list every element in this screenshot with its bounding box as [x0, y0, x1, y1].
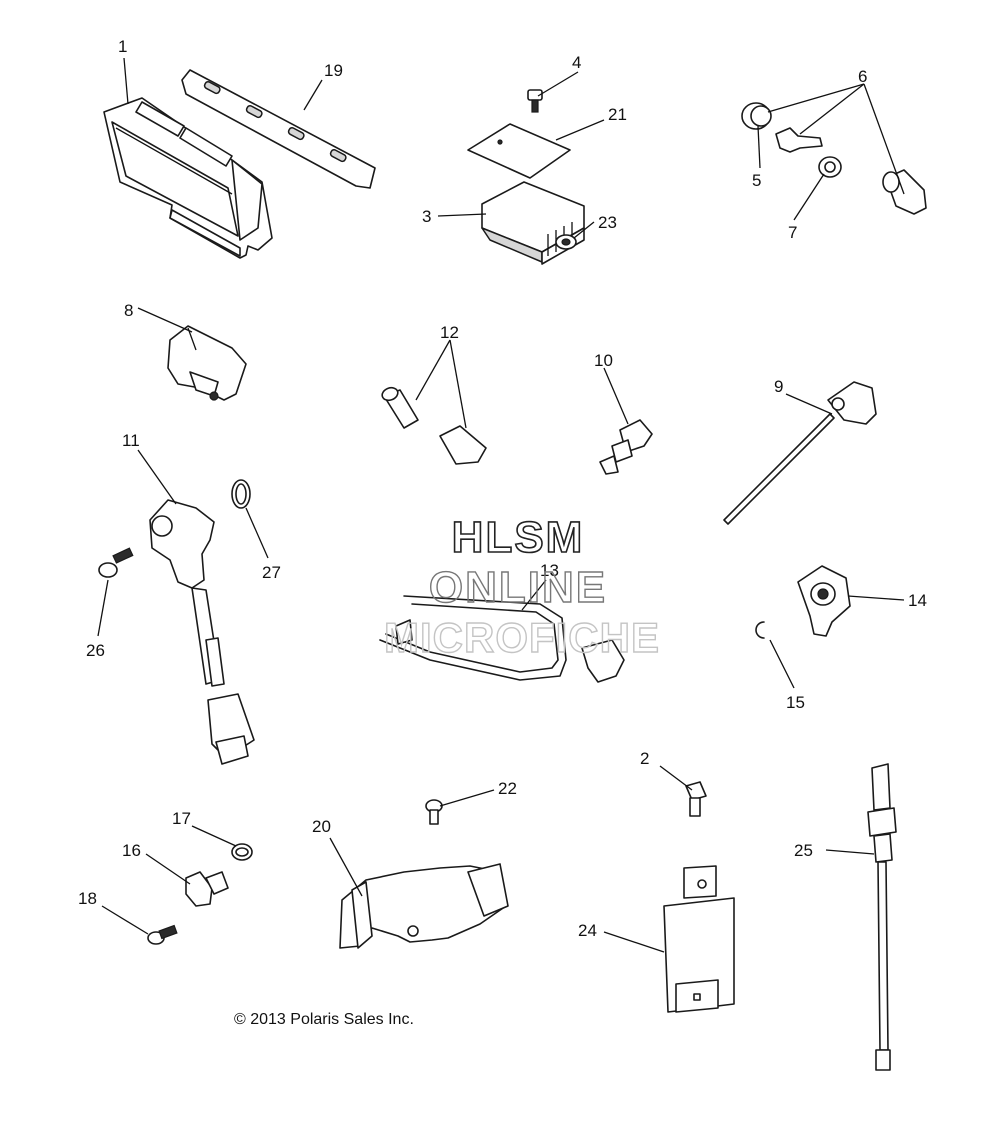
part-6-ignition-switch[interactable]	[882, 169, 927, 215]
part-10-temperature-sensor[interactable]	[599, 419, 653, 475]
part-16-sensor[interactable]	[185, 871, 229, 907]
callout-17: 17	[172, 809, 191, 828]
callout-21: 21	[608, 105, 627, 124]
part-27-o-ring[interactable]	[231, 479, 251, 509]
callout-4: 4	[572, 53, 581, 72]
callout-24: 24	[578, 921, 597, 940]
part-21-cover-plate[interactable]	[467, 123, 571, 179]
callout-20: 20	[312, 817, 331, 836]
part-25-probe[interactable]	[867, 763, 897, 1071]
part-2-bolt[interactable]	[685, 781, 707, 817]
callout-9: 9	[774, 377, 783, 396]
part-20-valve-assembly[interactable]	[339, 863, 509, 949]
leader-lines	[97, 57, 905, 953]
part-23-plug[interactable]	[555, 234, 577, 250]
part-24-control-module[interactable]	[663, 865, 735, 1013]
watermark-line-3: MICROFICHE	[384, 614, 660, 661]
watermark-line-1: HLSM	[452, 513, 585, 562]
part-12-connector-sleeves[interactable]	[380, 386, 487, 465]
callout-3: 3	[422, 207, 431, 226]
callout-14: 14	[908, 591, 927, 610]
part-8-map-sensor[interactable]	[167, 325, 247, 401]
part-17-o-ring[interactable]	[231, 843, 253, 861]
callout-26: 26	[86, 641, 105, 660]
part-7-nut[interactable]	[818, 156, 842, 178]
part-14-knock-sensor[interactable]	[797, 565, 851, 637]
part-1-ecu-module[interactable]	[103, 97, 273, 259]
callout-22: 22	[498, 779, 517, 798]
copyright-notice: © 2013 Polaris Sales Inc.	[234, 1011, 414, 1028]
part-19-bracket[interactable]	[181, 69, 376, 189]
part-13-wiring-harness[interactable]	[379, 595, 625, 683]
part-5-cap[interactable]	[741, 102, 772, 130]
callout-8: 8	[124, 301, 133, 320]
part-15-clip[interactable]	[755, 621, 765, 639]
part-3-relay-box[interactable]	[481, 181, 585, 265]
callout-1: 1	[118, 37, 127, 56]
callout-11: 11	[122, 431, 140, 450]
callout-10: 10	[594, 351, 613, 370]
part-6-key[interactable]	[775, 127, 823, 153]
callout-27: 27	[262, 563, 281, 582]
part-4-screw[interactable]	[527, 89, 543, 113]
part-22-screw[interactable]	[425, 799, 443, 825]
callout-18: 18	[78, 889, 97, 908]
watermark: HLSM ONLINE MICROFICHE	[383, 512, 660, 662]
callout-13: 13	[540, 561, 559, 580]
part-18-bolt[interactable]	[147, 924, 178, 945]
callout-2: 2	[640, 749, 649, 768]
part-9-oxygen-sensor[interactable]	[723, 381, 877, 525]
callout-7: 7	[788, 223, 797, 242]
callout-19: 19	[324, 61, 343, 80]
watermark-line-2: ONLINE	[429, 563, 607, 612]
callout-23: 23	[598, 213, 617, 232]
callout-6: 6	[858, 67, 867, 86]
callout-5: 5	[752, 171, 761, 190]
callout-labels: 1 19 4 21 3 23 6 5 7 8 12 10 9 11 27 26 …	[78, 37, 927, 940]
callout-16: 16	[122, 841, 141, 860]
part-26-screw[interactable]	[98, 547, 134, 578]
callout-15: 15	[786, 693, 805, 712]
part-11-throttle-position-sensor[interactable]	[149, 499, 255, 765]
callout-25: 25	[794, 841, 813, 860]
callout-12: 12	[440, 323, 459, 342]
